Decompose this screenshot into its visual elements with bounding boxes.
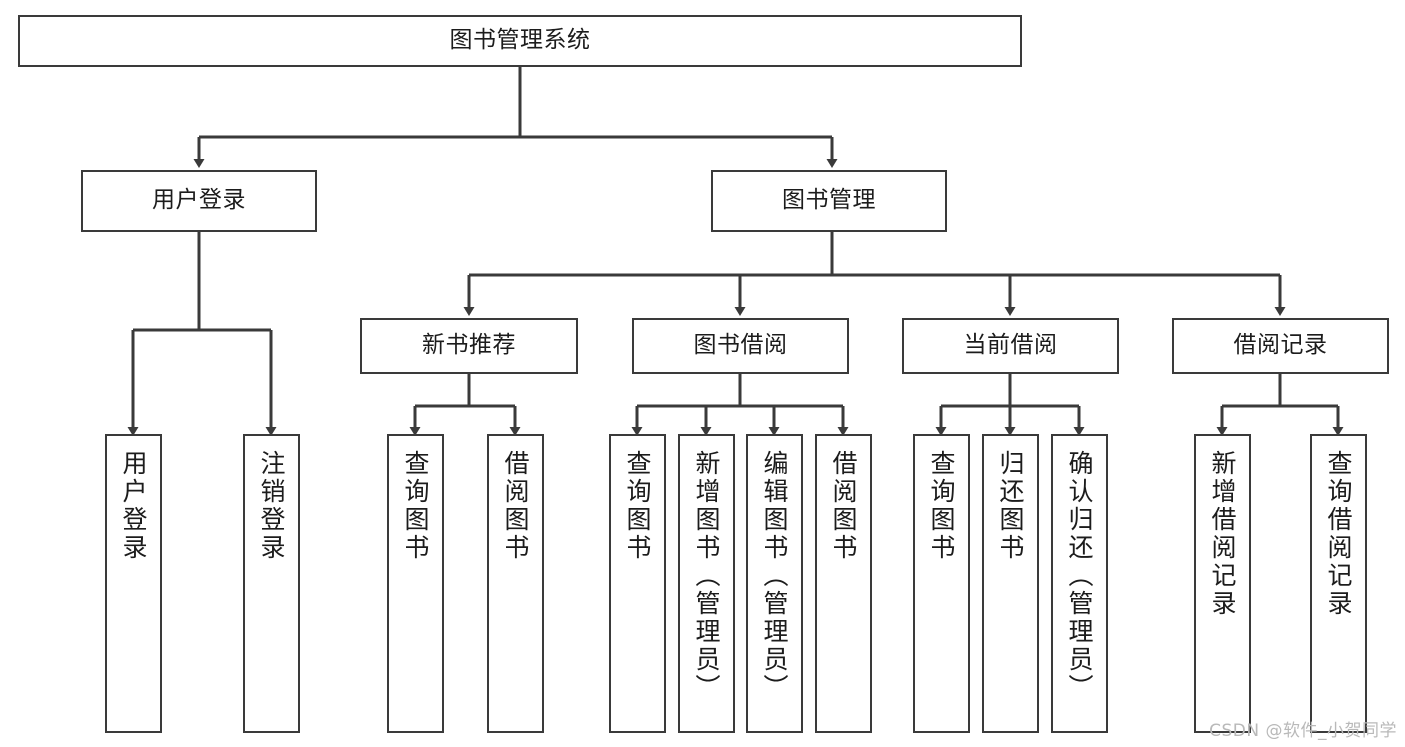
node-current-borrow[interactable]: 当前借阅 [902, 318, 1119, 374]
node-book-borrow-label: 图书借阅 [693, 332, 788, 359]
node-leaf-add-book-label: 新增图书（管理员） [692, 450, 721, 702]
node-book-borrow[interactable]: 图书借阅 [632, 318, 849, 374]
node-current-borrow-label: 当前借阅 [963, 332, 1058, 359]
node-new-book-recommend-label: 新书推荐 [422, 332, 516, 359]
node-leaf-confirm-return-label: 确认归还（管理员） [1065, 450, 1094, 702]
csdn-watermark: CSDN @软件_小贺同学 [1209, 721, 1397, 741]
node-leaf-query-book-1[interactable]: 查询图书 [387, 434, 444, 733]
node-leaf-query-book-2[interactable]: 查询图书 [609, 434, 666, 733]
node-leaf-edit-book-label: 编辑图书（管理员） [760, 450, 789, 702]
node-user-login-label: 用户登录 [152, 187, 246, 214]
node-leaf-logout-login-label: 注销登录 [257, 450, 286, 562]
node-book-management[interactable]: 图书管理 [711, 170, 947, 232]
node-root-label: 图书管理系统 [449, 27, 591, 54]
node-leaf-edit-book[interactable]: 编辑图书（管理员） [746, 434, 803, 733]
node-leaf-borrow-book-1[interactable]: 借阅图书 [487, 434, 544, 733]
node-new-book-recommend[interactable]: 新书推荐 [360, 318, 578, 374]
node-leaf-query-record-label: 查询借阅记录 [1324, 450, 1353, 618]
node-leaf-add-record[interactable]: 新增借阅记录 [1194, 434, 1251, 733]
node-root[interactable]: 图书管理系统 [18, 15, 1022, 67]
node-leaf-query-book-1-label: 查询图书 [401, 450, 430, 562]
node-leaf-confirm-return[interactable]: 确认归还（管理员） [1051, 434, 1108, 733]
node-leaf-add-book[interactable]: 新增图书（管理员） [678, 434, 735, 733]
node-leaf-query-record[interactable]: 查询借阅记录 [1310, 434, 1367, 733]
node-user-login[interactable]: 用户登录 [81, 170, 317, 232]
node-leaf-query-book-3[interactable]: 查询图书 [913, 434, 970, 733]
node-leaf-return-book[interactable]: 归还图书 [982, 434, 1039, 733]
node-leaf-borrow-book-2[interactable]: 借阅图书 [815, 434, 872, 733]
node-leaf-borrow-book-2-label: 借阅图书 [829, 450, 858, 562]
node-book-management-label: 图书管理 [782, 187, 876, 214]
node-leaf-user-login[interactable]: 用户登录 [105, 434, 162, 733]
node-leaf-user-login-label: 用户登录 [119, 450, 148, 562]
node-leaf-add-record-label: 新增借阅记录 [1208, 450, 1237, 618]
node-leaf-logout-login[interactable]: 注销登录 [243, 434, 300, 733]
node-leaf-return-book-label: 归还图书 [996, 450, 1025, 562]
node-leaf-query-book-3-label: 查询图书 [927, 450, 956, 562]
node-borrow-record-label: 借阅记录 [1233, 332, 1328, 359]
node-leaf-query-book-2-label: 查询图书 [623, 450, 652, 562]
node-leaf-borrow-book-1-label: 借阅图书 [501, 450, 530, 562]
node-borrow-record[interactable]: 借阅记录 [1172, 318, 1389, 374]
